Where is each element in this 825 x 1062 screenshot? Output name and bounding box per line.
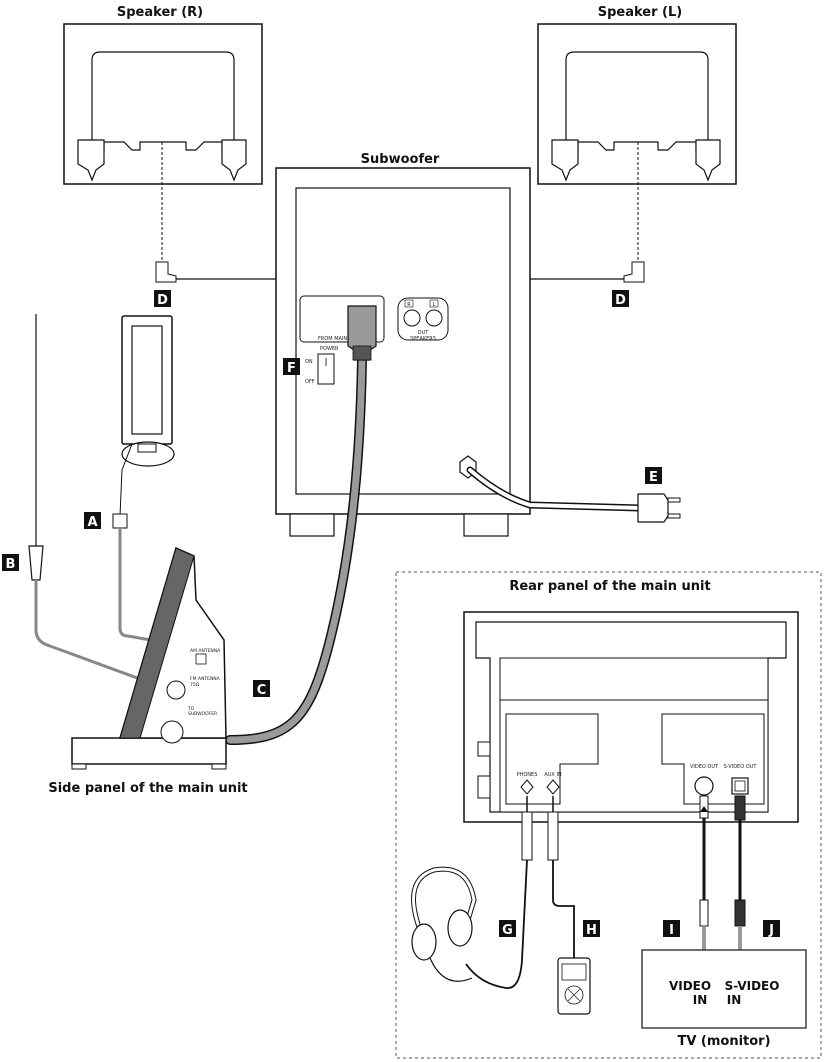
rear-panel-title: Rear panel of the main unit (509, 579, 710, 594)
speaker-out-l-label: L (433, 302, 436, 308)
svg-text:D: D (615, 293, 626, 308)
s-video-out-jack-label: S-VIDEO OUT (724, 764, 758, 770)
headphones-left-cup (411, 923, 437, 961)
speaker-out-panel (397, 297, 449, 341)
svg-text:F: F (287, 361, 296, 376)
tv-s-video-in-label-1: S-VIDEO (725, 979, 780, 993)
svg-text:B: B (6, 557, 16, 572)
subwoofer: Subwoofer FROM MAIN R L OUT SPEAKERS POW… (275, 152, 531, 537)
svg-text:G: G (502, 923, 513, 938)
callout-e: E (645, 467, 662, 485)
headphones-right-cup (447, 909, 473, 947)
speaker-left: Speaker (L) (537, 5, 737, 185)
svg-text:J: J (768, 923, 774, 938)
speaker-out-speakers-label: SPEAKERS (410, 336, 436, 342)
fm-antenna-ohm-label: 75Ω (190, 682, 200, 688)
callout-g: G (499, 920, 516, 938)
svg-text:I: I (669, 923, 674, 938)
speaker-left-grille (565, 51, 709, 151)
tv-monitor: VIDEO IN S-VIDEO IN TV (monitor) (641, 949, 807, 1049)
video-out-jack-label: VIDEO OUT (690, 764, 719, 770)
power-cord (466, 466, 681, 523)
tv-monitor-box (641, 949, 807, 1029)
speaker-left-foot-left (551, 139, 579, 182)
speaker-out-out-label: OUT (418, 330, 430, 336)
am-antenna-connector (112, 513, 128, 529)
rear-panel-region (395, 571, 822, 1059)
callout-c: C (253, 680, 270, 698)
svg-text:C: C (257, 683, 267, 698)
power-switch[interactable] (317, 353, 335, 385)
video-out-jack (694, 776, 714, 796)
headphones-connection (411, 796, 533, 989)
tv-video-in-label-2: IN (693, 993, 708, 1007)
speaker-left-foot-right (695, 139, 721, 182)
speaker-right: Speaker (R) (63, 5, 263, 185)
power-on-label: ON (305, 359, 313, 365)
speaker-out-jack-l (425, 309, 443, 327)
speaker-out-jack-r (403, 309, 421, 327)
main-unit-rear: PHONES AUX IN VIDEO OUT S-VIDEO OUT (463, 611, 799, 823)
speaker-right-title: Speaker (R) (117, 5, 203, 20)
side-panel-title: Side panel of the main unit (48, 781, 247, 796)
power-off-label: OFF (305, 379, 315, 385)
phones-jack-label: PHONES (517, 772, 538, 778)
from-main-label: FROM MAIN (318, 336, 347, 342)
portable-player-connection (547, 796, 591, 1015)
callout-d-right: D (612, 290, 629, 308)
to-subwoofer-label: SUBWOOFER (188, 711, 217, 717)
tv-video-in-label-1: VIDEO (669, 979, 711, 993)
svg-text:H: H (586, 923, 597, 938)
am-antenna-stand (121, 441, 175, 467)
callout-i: I (663, 920, 680, 938)
to-label: TO (187, 706, 195, 712)
svg-text:A: A (87, 515, 97, 530)
svg-text:E: E (649, 470, 658, 485)
aux-in-jack-label: AUX IN (544, 772, 562, 778)
subwoofer-title: Subwoofer (361, 152, 440, 167)
power-label: POWER (320, 346, 339, 352)
fm-antenna (28, 314, 171, 692)
am-antenna (112, 315, 197, 650)
svg-text:D: D (157, 293, 168, 308)
main-unit-side: AM ANTENNA FM ANTENNA 75Ω TO SUBWOOFER S… (48, 546, 248, 796)
power-plug (637, 493, 669, 523)
subwoofer-foot-right (463, 513, 509, 537)
am-antenna-jack-label: AM ANTENNA (190, 648, 221, 654)
callout-a: A (84, 512, 101, 530)
subwoofer-foot-left (289, 513, 335, 537)
callout-b: B (2, 554, 19, 572)
speaker-right-foot-left (77, 139, 105, 182)
speaker-left-title: Speaker (L) (598, 5, 682, 20)
speaker-right-foot-right (221, 139, 247, 182)
tv-s-video-in-label-2: IN (727, 993, 742, 1007)
aux-in-jack (546, 779, 560, 795)
callout-d-left: D (154, 290, 171, 308)
fm-antenna-connector (28, 545, 44, 581)
speaker-right-grille (91, 51, 235, 151)
callout-h: H (583, 920, 600, 938)
tv-title: TV (monitor) (677, 1034, 770, 1049)
speaker-out-r-label: R (407, 302, 411, 308)
callout-f: F (283, 358, 300, 376)
phones-jack (520, 779, 534, 795)
callout-j: J (763, 920, 780, 938)
fm-antenna-jack-label: FM ANTENNA (190, 676, 221, 682)
